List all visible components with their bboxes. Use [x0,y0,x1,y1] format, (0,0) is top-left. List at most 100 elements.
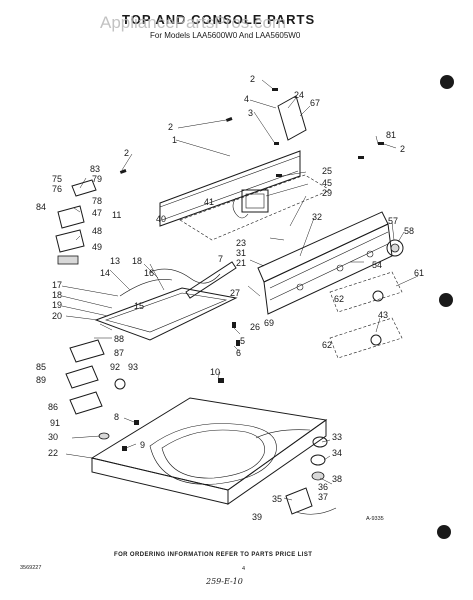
callout-20: 20 [52,311,62,321]
callout-92: 92 [110,362,120,372]
part-timer [232,189,269,219]
leader-lines [61,79,419,501]
callout-45: 45 [322,178,332,188]
callout-69: 69 [264,318,274,328]
callout-13: 13 [110,256,120,266]
callout-43: 43 [378,310,388,320]
part-lid-frame [94,268,238,341]
callout-5: 5 [240,336,245,346]
diagram-subtitle: For Models LAA5600W0 And LAA5605W0 [150,31,301,40]
figure-code: A-9335 [366,516,384,522]
callout-29: 29 [322,188,332,198]
callout-47: 47 [92,208,102,218]
callout-67: 67 [310,98,320,108]
part-hinge-bar [185,261,237,299]
callout-36: 36 [318,482,328,492]
callout-48: 48 [92,226,102,236]
callout-61: 61 [414,268,424,278]
callout-37: 37 [318,492,328,502]
callout-83: 83 [90,164,100,174]
callout-57: 57 [388,216,398,226]
callout-84: 84 [36,202,46,212]
callout-31: 31 [236,248,246,258]
binder-hole-mid [439,293,453,307]
callout-40: 40 [156,214,166,224]
callout-16: 16 [144,268,154,278]
doc-number: 3569227 [20,565,41,571]
callout-34: 34 [332,448,342,458]
callout-62: 62 [334,294,344,304]
callout-23: 23 [236,238,246,248]
callout-15: 15 [134,301,144,311]
callout-4: 4 [244,94,249,104]
callout-2: 2 [124,148,129,158]
callout-25: 25 [322,166,332,176]
callout-18: 18 [132,256,142,266]
callout-2: 2 [400,144,405,154]
callout-54: 54 [372,260,382,270]
callout-62: 62 [322,340,332,350]
callout-86: 86 [48,402,58,412]
diagram-title: TOP AND CONSOLE PARTS [122,12,315,27]
callout-11: 11 [112,210,121,220]
binder-hole-bottom [437,525,451,539]
part-console-back-panel [159,150,301,227]
callout-35: 35 [272,494,282,504]
callout-2: 2 [250,74,255,84]
callout-89: 89 [36,375,46,385]
callout-6: 6 [236,348,241,358]
callout-17: 17 [52,280,62,290]
callout-24: 24 [294,90,304,100]
callout-76: 76 [52,184,62,194]
callout-27: 27 [230,288,240,298]
callout-49: 49 [92,242,102,252]
callout-93: 93 [128,362,138,372]
callout-1: 1 [172,135,177,145]
callout-41: 41 [204,197,214,207]
part-lid-switch-assembly [285,436,337,515]
callout-81: 81 [386,130,396,140]
part-switch-upper [372,290,384,302]
callout-78: 78 [92,196,102,206]
callout-87: 87 [114,348,124,358]
callout-22: 22 [48,448,58,458]
part-knob-ring [386,239,404,257]
callout-30: 30 [48,432,58,442]
page-number: 4 [242,566,245,572]
callout-8: 8 [114,412,119,422]
part-switch-group-lower [329,317,403,359]
part-left-components [55,179,126,440]
callout-18: 18 [52,290,62,300]
callout-21: 21 [236,258,246,268]
callout-33: 33 [332,432,342,442]
callout-75: 75 [52,174,62,184]
part-switch-group-upper [329,271,403,313]
handwritten-code: 259-E-10 [205,577,243,586]
watermark: AppliancePartsPros.com [100,13,286,32]
callout-58: 58 [404,226,414,236]
callout-32: 32 [312,212,322,222]
part-control-panel [257,211,393,315]
callout-91: 91 [50,418,60,428]
part-top-bracket [277,95,307,141]
callout-9: 9 [140,440,145,450]
callout-88: 88 [114,334,124,344]
callout-38: 38 [332,474,342,484]
part-switch-lower [370,334,382,346]
callout-7: 7 [218,254,223,264]
callout-14: 14 [100,268,110,278]
callout-85: 85 [36,362,46,372]
callout-79: 79 [92,174,102,184]
binder-hole-top [440,75,454,89]
callout-3: 3 [248,108,253,118]
callout-39: 39 [252,512,262,522]
part-washer-top [90,397,328,505]
callout-26: 26 [250,322,260,332]
part-group-outline [179,174,331,241]
callout-2: 2 [168,122,173,132]
fastener-set [119,88,384,451]
callout-labels: 1 2 2 2 2 3 4 5 6 7 8 9 10 11 13 14 15 1… [36,74,424,522]
callout-19: 19 [52,300,62,310]
ordering-note: FOR ORDERING INFORMATION REFER TO PARTS … [114,552,312,558]
